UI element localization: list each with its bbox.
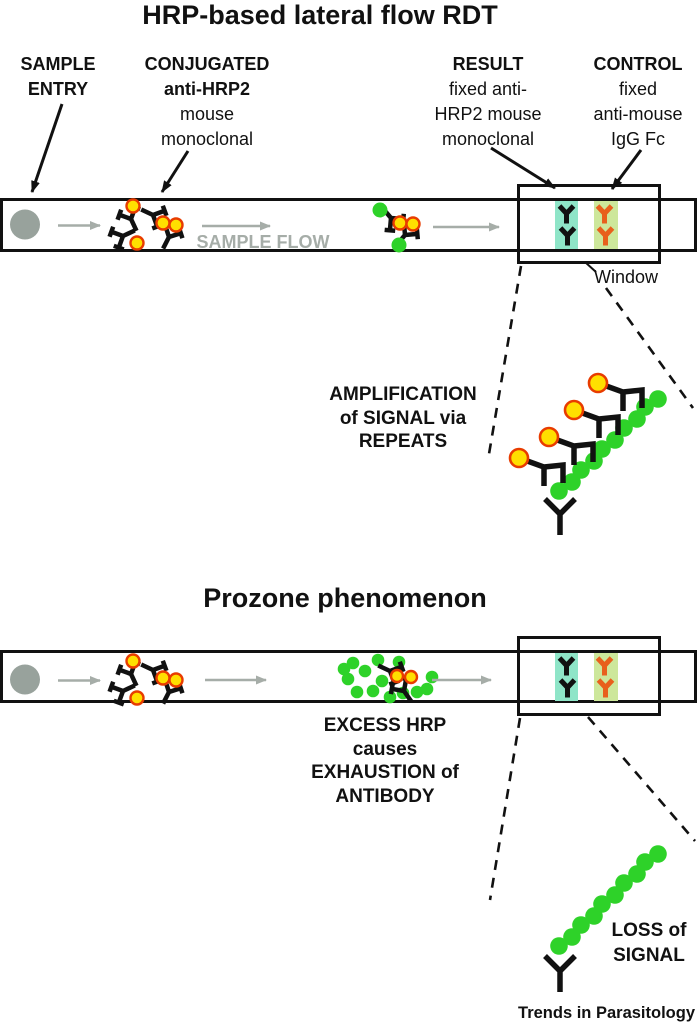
excess-hrp-caption: EXCESS HRP causes EXHAUSTION of ANTIBODY [275, 714, 495, 808]
zoom-cone-left-dash-2 [488, 717, 522, 901]
window-label: Window [593, 267, 659, 287]
sample-flow-label: SAMPLE FLOW [196, 232, 330, 252]
result-arrow-icon [490, 146, 556, 190]
label-conjugated-line3: mouse [179, 104, 235, 124]
label-conjugated-line2: anti-HRP2 [163, 79, 250, 99]
zoom-cone-right-dash-2 [587, 716, 696, 842]
antigen-antibody-complex-icon [373, 200, 423, 253]
label-sample-entry: SAMPLE ENTRY [8, 52, 108, 102]
label-control-line1: CONTROL [593, 54, 683, 74]
amplification-caption: AMPLIFICATION of SIGNAL via REPEATS [293, 383, 513, 454]
excess-hrp-cluster-icon [337, 654, 439, 709]
excess-hrp-caption-line1: EXCESS HRP [323, 715, 447, 736]
label-result-line3: HRP2 mouse [434, 104, 542, 124]
figure2-title: Prozone phenomenon [203, 583, 487, 613]
loss-of-signal-line1: LOSS of [611, 920, 687, 941]
loss-of-signal-line2: SIGNAL [613, 945, 685, 966]
label-control: CONTROL fixed anti-mouse IgG Fc [577, 52, 697, 152]
excess-hrp-caption-line2: causes [352, 738, 418, 760]
label-result-line1: RESULT [452, 54, 524, 74]
label-conjugated: CONJUGATED anti-HRP2 mouse monoclonal [132, 52, 282, 152]
label-control-line2: fixed [618, 79, 658, 99]
amplification-caption-line3: REPEATS [358, 431, 448, 452]
label-result-line4: monoclonal [441, 129, 535, 149]
amplification-caption-line2: of SIGNAL via [339, 407, 467, 429]
control-arrow-icon [610, 149, 643, 190]
conjugated-arrow-icon [160, 150, 190, 193]
label-conjugated-line1: CONJUGATED [144, 54, 270, 74]
label-control-line3: anti-mouse [593, 104, 683, 124]
excess-hrp-caption-line4: ANTIBODY [335, 785, 435, 807]
label-result: RESULT fixed anti- HRP2 mouse monoclonal [413, 52, 563, 152]
excess-hrp-caption-line3: EXHAUSTION of [311, 762, 459, 783]
label-result-line2: fixed anti- [448, 79, 528, 99]
label-sample-entry-line2: ENTRY [27, 79, 89, 99]
label-control-line4: IgG Fc [610, 129, 665, 149]
loss-of-signal-caption: LOSS of SIGNAL [599, 918, 697, 968]
zoom-cone-left-dash [487, 265, 523, 455]
loss-of-signal-detail-icon [545, 845, 667, 992]
test-strip-1 [0, 198, 697, 252]
label-conjugated-line4: monoclonal [160, 129, 254, 149]
sample-entry-arrow-icon [30, 103, 64, 193]
amplification-caption-line1: AMPLIFICATION [329, 384, 477, 405]
zoom-cone-right-dash [604, 287, 695, 409]
label-sample-entry-line1: SAMPLE [20, 54, 96, 74]
window-leader-line [584, 261, 597, 273]
figure1-title: HRP-based lateral flow RDT [142, 0, 498, 30]
amplification-detail-icon [508, 372, 667, 535]
journal-name: Trends in Parasitology [518, 1004, 695, 1022]
